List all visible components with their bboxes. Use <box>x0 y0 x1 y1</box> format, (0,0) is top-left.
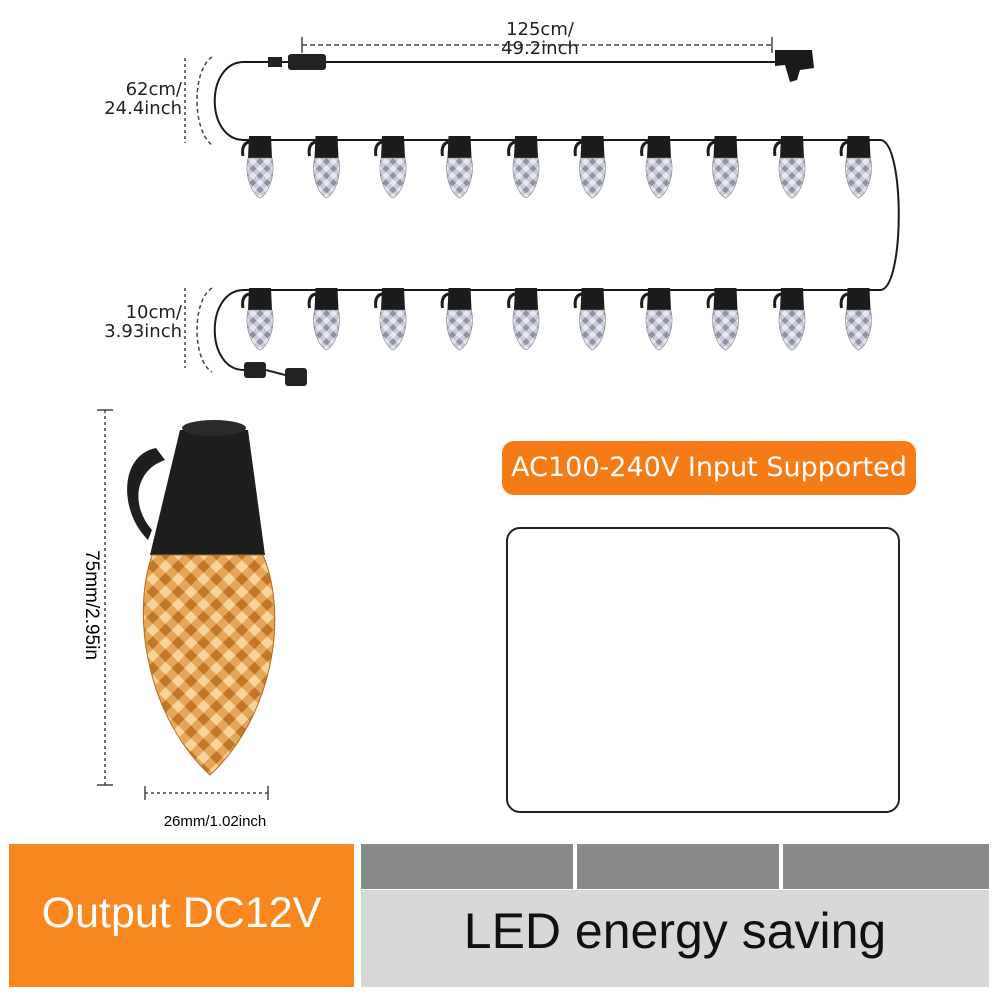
string-bulb-icon <box>706 134 741 200</box>
string-bulb-icon <box>440 134 475 200</box>
string-bulb-icon <box>374 134 408 200</box>
gray-bar-segment-2 <box>577 844 779 889</box>
string-bulb-icon <box>839 134 874 200</box>
string-bulb-icon <box>507 134 541 200</box>
female-connector-icon <box>244 362 307 386</box>
c9-bulb-icon <box>127 420 276 776</box>
string-bulb-icon <box>374 286 408 352</box>
energy-saving-banner: LED energy saving <box>361 890 989 987</box>
male-connector-icon <box>268 54 326 70</box>
string-bulb-icon <box>573 134 608 200</box>
light-string-wire <box>213 61 900 371</box>
row-spacing-bracket <box>184 56 213 373</box>
adapter-frame <box>506 527 900 813</box>
energy-saving-text: LED energy saving <box>463 903 887 959</box>
output-voltage-text: Output DC12V <box>41 889 322 937</box>
string-bulb-icon <box>839 286 874 352</box>
cable-length-label: 125cm/ 49.2inch <box>501 19 579 59</box>
string-bulb-icon <box>573 286 608 352</box>
gray-bar-segment-1 <box>361 844 573 889</box>
string-bulb-icon <box>640 134 674 200</box>
bulb-width-label: 26mm/1.02inch <box>163 813 267 830</box>
cable-dimension-line <box>301 37 773 53</box>
string-bulb-icon <box>307 286 342 352</box>
string-bulb-icon <box>507 286 541 352</box>
string-bulb-icon <box>241 134 275 200</box>
gray-bar-segment-3 <box>783 844 989 889</box>
bulb-height-label: 75mm/2.95in <box>81 550 102 660</box>
string-bulb-icon <box>773 134 807 200</box>
power-plug-icon <box>775 50 814 82</box>
row-spacing-label: 62cm/ 24.4inch <box>104 79 182 119</box>
string-bulb-icon <box>241 286 275 352</box>
string-bulb-icon <box>440 286 475 352</box>
bulb-dimension-lines <box>97 409 269 800</box>
output-voltage-banner: Output DC12V <box>9 844 354 987</box>
string-bulb-icon <box>640 286 674 352</box>
input-voltage-badge: AC100-240V Input Supported <box>502 441 916 495</box>
string-bulb-icon <box>307 134 342 200</box>
string-bulb-icon <box>773 286 807 352</box>
lead-length-label: 10cm/ 3.93inch <box>104 302 182 342</box>
string-bulb-icon <box>706 286 741 352</box>
